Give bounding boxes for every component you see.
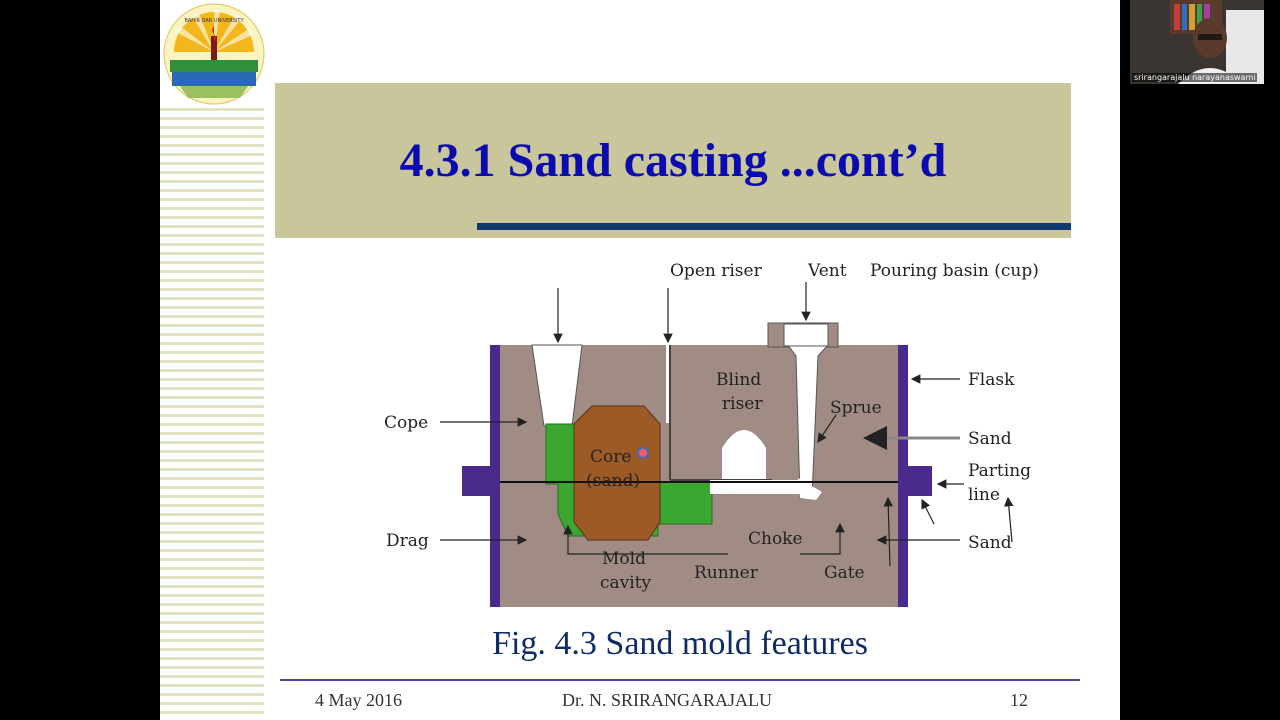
slide-title: 4.3.1 Sand casting ...cont’d (399, 134, 947, 187)
label-blind-riser-1: Blind (716, 370, 761, 390)
label-mold-cavity-2: cavity (600, 573, 652, 593)
label-sand-bottom: Sand (968, 533, 1012, 553)
title-band: 4.3.1 Sand casting ...cont’d (275, 83, 1071, 238)
footer-date: 4 May 2016 (315, 690, 402, 710)
label-sand-top: Sand (968, 429, 1012, 449)
label-parting-line-1: Parting (968, 461, 1031, 481)
label-open-riser: Open riser (670, 261, 763, 281)
flask-right-handle (900, 466, 932, 496)
label-flask: Flask (968, 370, 1015, 390)
participant-name: srirangarajalu narayanaswami (1132, 73, 1258, 82)
title-underline (477, 223, 1071, 230)
label-choke: Choke (748, 529, 803, 549)
university-logo: BAHIR DAR UNIVERSITY (163, 3, 265, 105)
label-pouring-basin: Pouring basin (cup) (870, 261, 1039, 281)
label-cope: Cope (384, 413, 428, 433)
footer-rule (280, 679, 1080, 681)
core (573, 405, 661, 541)
footer-page-number: 12 (1010, 690, 1028, 710)
label-gate: Gate (824, 563, 865, 583)
footer-author: Dr. N. SRIRANGARAJALU (562, 690, 773, 710)
blind-riser (722, 430, 766, 480)
flask-left-handle (462, 466, 498, 496)
slide: BAHIR DAR UNIVERSITY 4.3.1 Sand casting … (160, 0, 1120, 720)
torch-icon (211, 36, 217, 60)
decorative-stripes (160, 108, 264, 720)
runner (710, 480, 806, 494)
label-drag: Drag (386, 531, 429, 551)
label-sprue: Sprue (830, 398, 882, 418)
label-mold-cavity-1: Mold (602, 549, 646, 569)
label-parting-line-2: line (968, 485, 1000, 505)
sand-mold-diagram: Open riser Vent Pouring basin (cup) Flas… (384, 261, 1039, 607)
label-core-1: Core (590, 447, 631, 467)
label-core-2: (sand) (586, 471, 640, 491)
logo-text: BAHIR DAR UNIVERSITY (184, 18, 244, 24)
label-vent: Vent (807, 261, 847, 281)
webcam-video-icon (1130, 0, 1264, 84)
webcam-tile[interactable]: srirangarajalu narayanaswami (1130, 0, 1264, 84)
vent-channel (666, 345, 671, 423)
label-blind-riser-2: riser (722, 394, 763, 414)
label-runner: Runner (694, 563, 759, 583)
figure-caption: Fig. 4.3 Sand mold features (492, 625, 868, 662)
cursor-marker-icon (637, 447, 649, 459)
